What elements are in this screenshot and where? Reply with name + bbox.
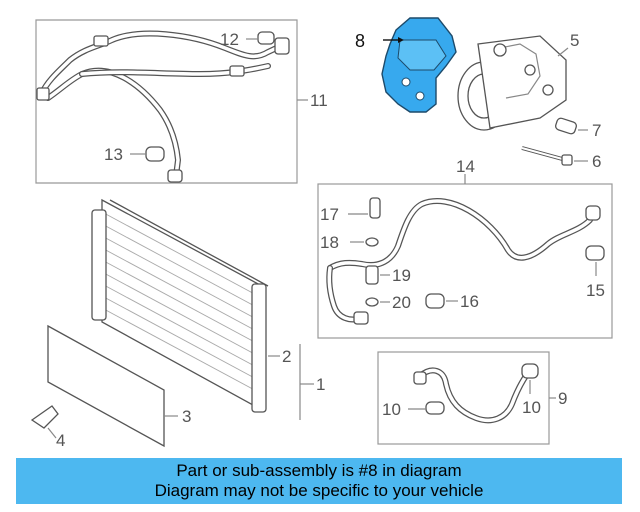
callout-11: 11 [310,91,328,110]
condenser-seal-3[interactable] [47,324,178,448]
callout-13: 13 [104,145,123,164]
hose-9[interactable] [413,367,533,424]
callout-1: 1 [316,375,325,394]
clamp-15[interactable] [585,245,605,276]
callout-15: 15 [586,281,605,300]
callout-5: 5 [570,31,579,50]
callout-16: 16 [460,292,479,311]
callout-2: 2 [282,347,291,366]
suction-hose-14[interactable] [326,198,601,325]
group-box-14 [317,174,613,339]
callout-20: 20 [392,293,411,312]
clamp-13[interactable] [130,146,165,162]
callout-3: 3 [182,407,191,426]
clamp-10-left[interactable] [408,401,445,415]
callout-19: 19 [392,266,411,285]
ac-compressor-5[interactable] [457,35,569,131]
callout-10-left: 10 [382,400,401,419]
callout-8: 8 [355,31,365,51]
bracket-4[interactable] [30,405,59,439]
callout-10-right: 10 [522,398,541,417]
callout-4: 4 [56,431,65,450]
group-box-11 [35,19,308,184]
callout-12: 12 [220,30,239,49]
o-ring-20[interactable] [365,297,390,307]
callout-6: 6 [592,152,601,171]
banner-line-2: Diagram may not be specific to your vehi… [154,481,484,500]
group-box-9 [377,351,556,445]
compressor-bracket-8[interactable] [381,17,457,113]
callout-7: 7 [592,121,601,140]
callout-18: 18 [320,233,339,252]
hose-assembly-11[interactable] [36,30,290,183]
clamp-12[interactable] [246,31,275,45]
banner-line-1: Part or sub-assembly is #8 in diagram [176,461,462,480]
bolt-7[interactable] [555,117,588,135]
callout-17: 17 [320,205,339,224]
valve-19[interactable] [365,265,390,285]
clamp-16[interactable] [425,293,458,309]
stud-6[interactable] [521,146,588,166]
o-ring-18[interactable] [350,237,379,247]
condenser-1[interactable] [91,198,314,420]
clamp-10-right[interactable] [521,363,539,394]
pressure-switch-17[interactable] [348,197,381,219]
info-banner: Part or sub-assembly is #8 in diagram Di… [16,458,622,504]
callout-9: 9 [558,389,567,408]
callout-14: 14 [456,157,475,176]
